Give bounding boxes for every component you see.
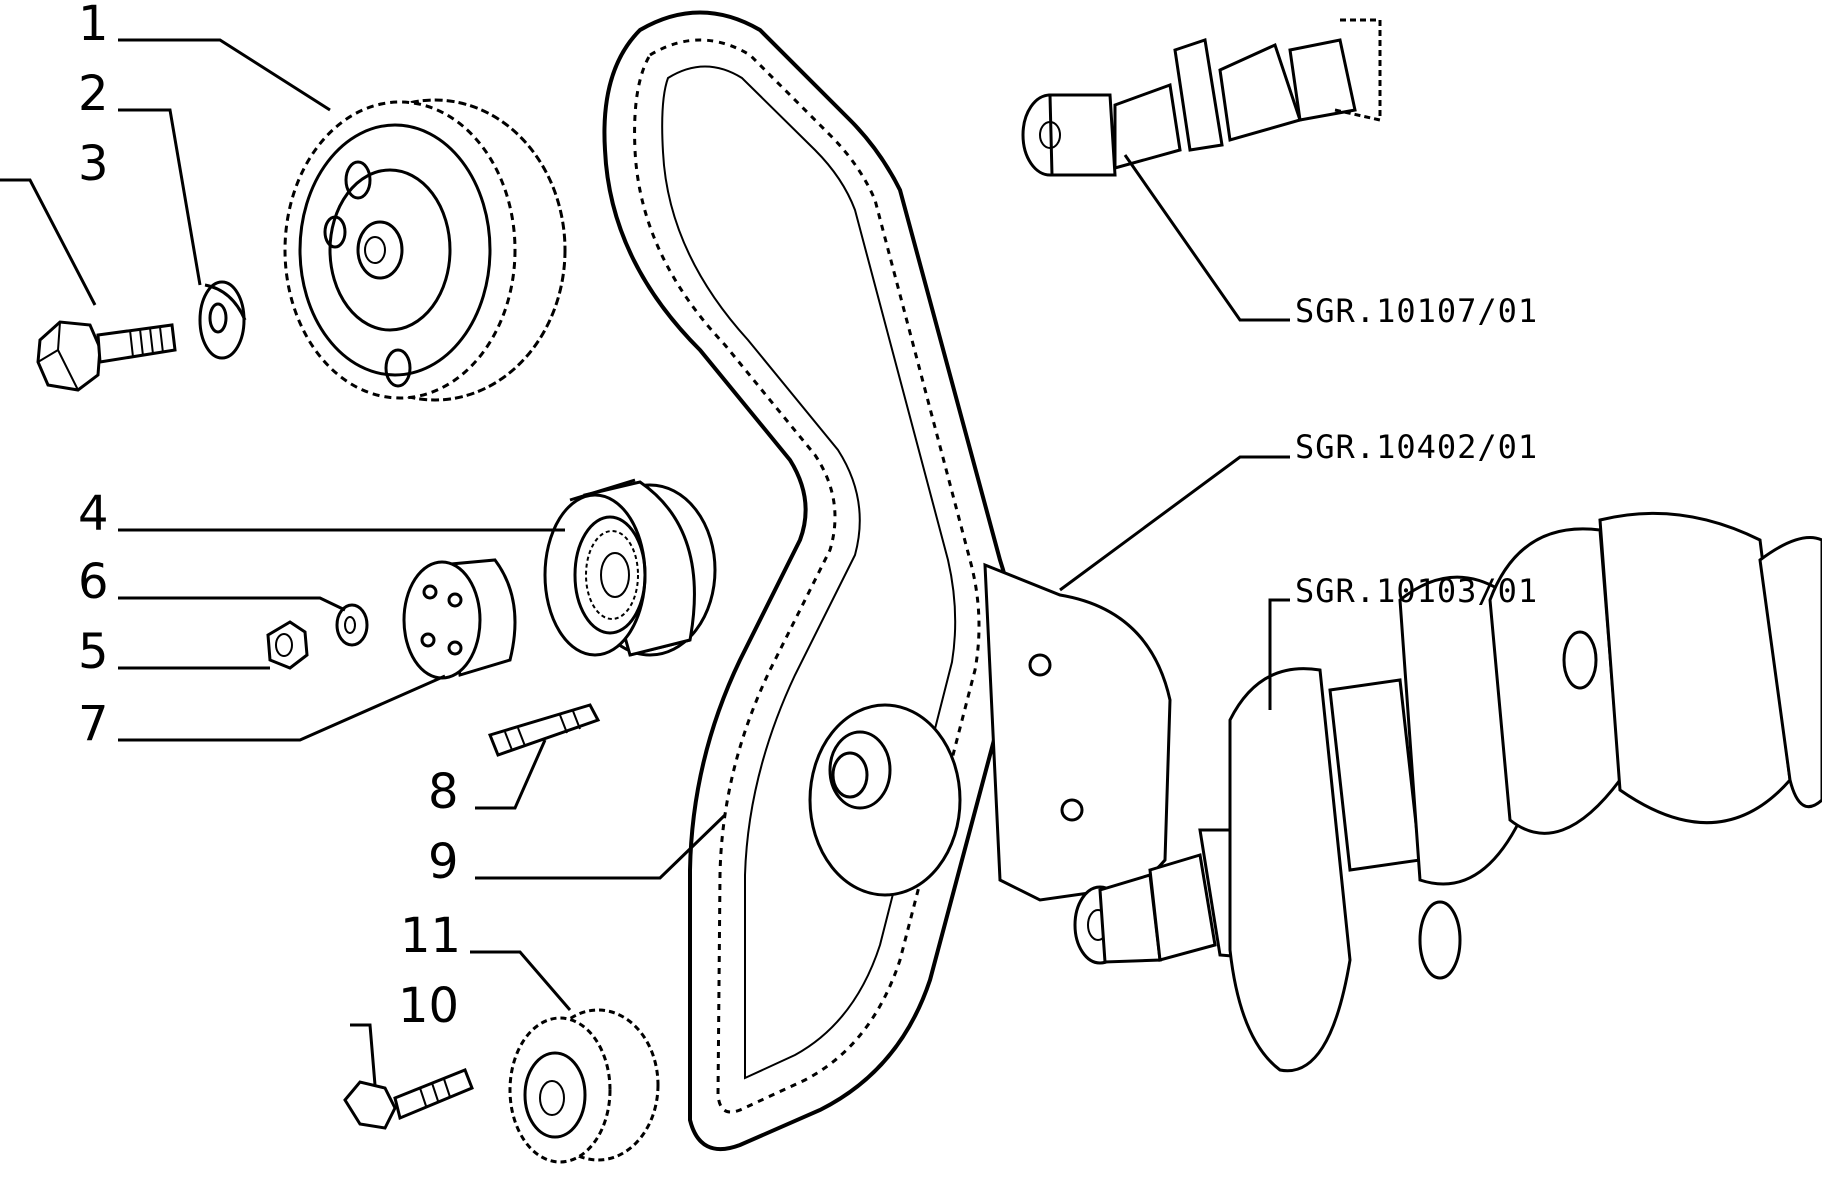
ref-crankshaft: SGR.10103/01 (1295, 572, 1538, 610)
leader-2 (118, 108, 202, 286)
leader-6 (118, 596, 346, 612)
eccentric-bushing-icon (402, 558, 517, 680)
nut-icon (266, 620, 309, 670)
washer-icon (198, 280, 247, 360)
callout-2: 2 (78, 66, 109, 122)
callout-numbers: 1 2 3 4 6 5 7 8 9 11 10 (78, 0, 461, 1034)
callout-3: 3 (78, 136, 109, 192)
callout-4: 4 (78, 486, 109, 542)
callout-1: 1 (78, 0, 109, 52)
leader-camshaft (1123, 154, 1290, 322)
leader-3 (0, 178, 97, 306)
callout-6: 6 (78, 554, 109, 610)
callout-5: 5 (78, 624, 109, 680)
leader-1 (118, 38, 331, 112)
leader-10 (350, 1023, 377, 1086)
crankshaft-pulley-icon (508, 1008, 660, 1164)
leader-8 (475, 739, 547, 810)
stud-icon (487, 703, 601, 757)
callout-10: 10 (398, 978, 459, 1034)
crankshaft-icon (1073, 511, 1822, 1073)
leader-cover (1059, 455, 1290, 592)
oil-pump-cover-icon (808, 562, 1172, 902)
reference-labels: SGR.10107/01 SGR.10402/01 SGR.10103/01 (1295, 292, 1538, 610)
ref-camshaft: SGR.10107/01 (1295, 292, 1538, 330)
timing-belt-icon (602, 10, 1016, 1151)
tensioner-bearing-icon (543, 478, 717, 657)
crankshaft-bolt-icon (343, 1068, 474, 1130)
callout-9: 9 (428, 834, 459, 890)
leader-9 (475, 813, 727, 880)
callout-11: 11 (400, 908, 461, 964)
small-washer-icon (335, 603, 369, 647)
bolt-icon (36, 320, 177, 392)
ref-cover: SGR.10402/01 (1295, 428, 1538, 466)
camshaft-pulley-icon (283, 98, 567, 402)
leader-11 (470, 950, 572, 1011)
leader-crankshaft (1268, 598, 1290, 710)
callout-8: 8 (428, 764, 459, 820)
callout-7: 7 (78, 696, 109, 752)
leader-lines (0, 38, 1290, 1086)
leader-7 (118, 674, 446, 742)
camshaft-icon (1021, 18, 1382, 177)
